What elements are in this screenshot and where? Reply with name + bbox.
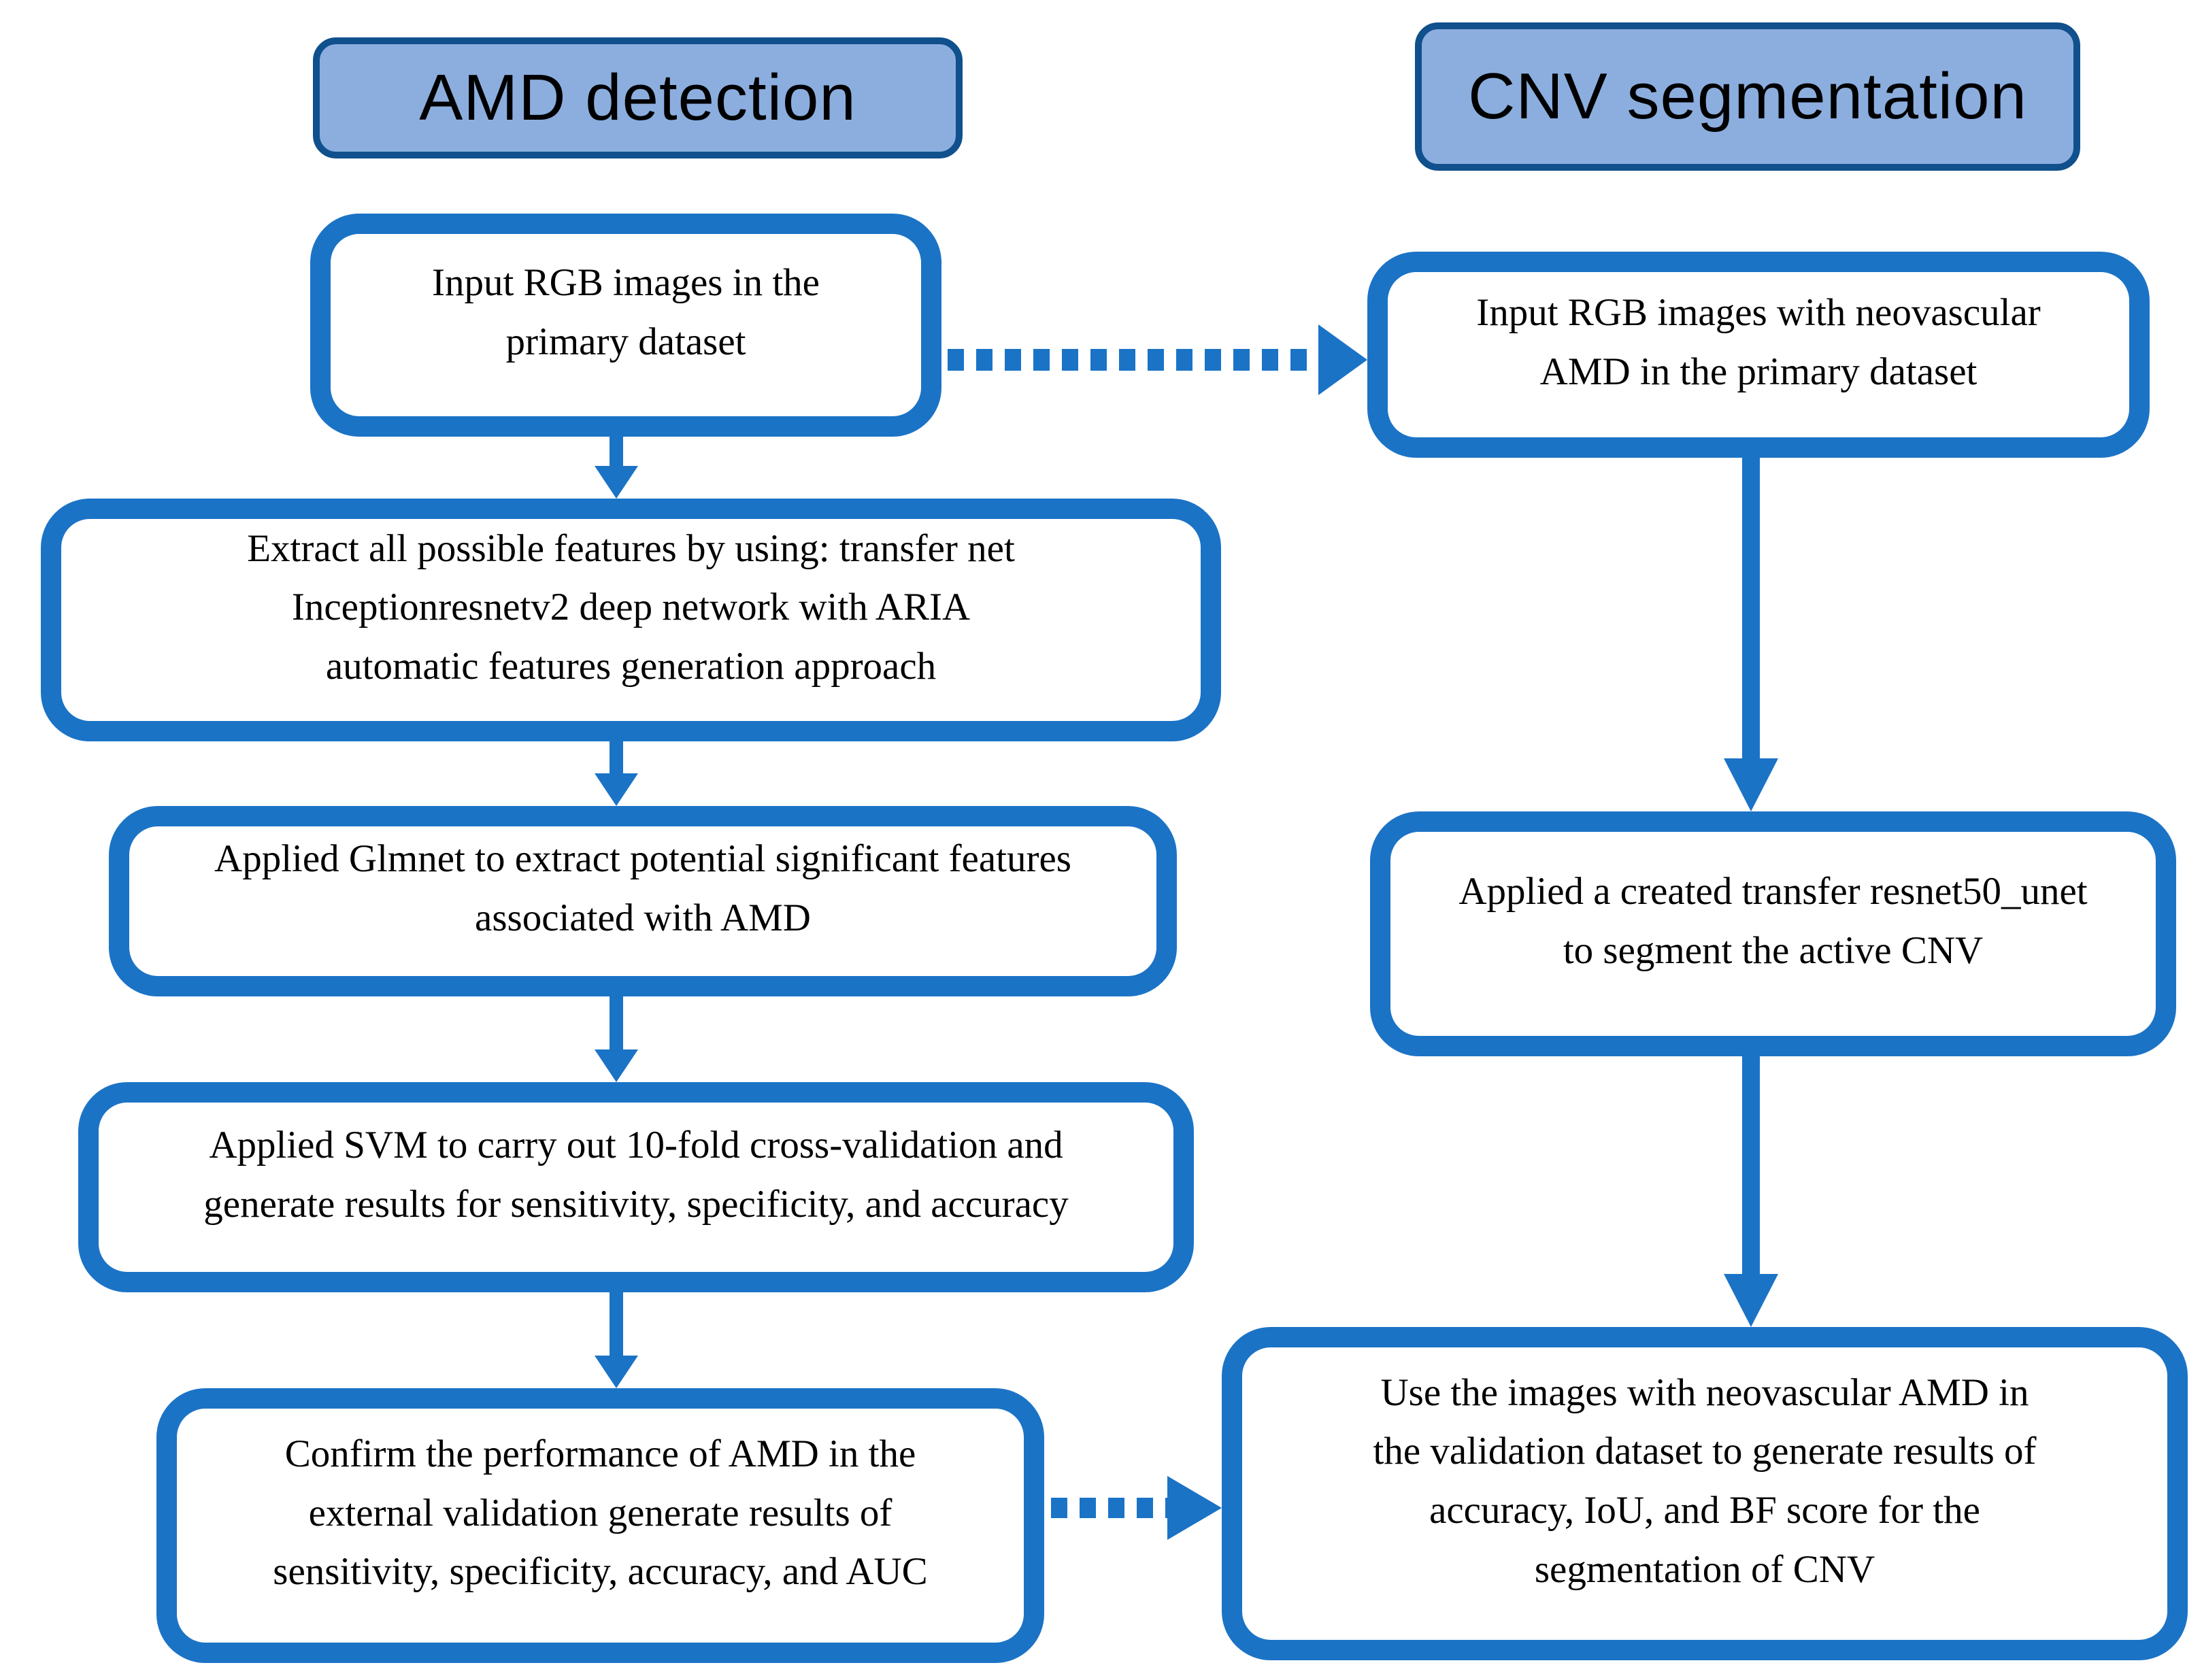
dashed-arrow-l5-r3-head xyxy=(1167,1476,1222,1540)
arrow-r1-r2-stem xyxy=(1742,456,1760,760)
dashed-arrow-l1-r1-line xyxy=(948,349,1318,371)
box-resnet50-unet: Applied a created transfer resnet50_unet… xyxy=(1370,811,2176,1056)
arrow-l1-l2-stem xyxy=(610,435,623,467)
arrow-r2-r3-stem xyxy=(1742,1055,1760,1275)
arrow-l3-l4-stem xyxy=(610,995,623,1051)
arrow-l2-l3-stem xyxy=(610,740,623,775)
box-validation-results: Use the images with neovascular AMD in t… xyxy=(1222,1327,2188,1660)
arrow-l3-l4-head xyxy=(595,1049,638,1082)
dashed-arrow-l1-r1-head xyxy=(1318,324,1367,395)
arrow-r1-r2-head xyxy=(1724,758,1778,811)
arrow-l2-l3-head xyxy=(595,773,638,806)
arrow-l4-l5-head xyxy=(595,1356,638,1388)
box-extract-features: Extract all possible features by using: … xyxy=(41,499,1221,741)
box-input-rgb-primary: Input RGB images in the primary dataset xyxy=(310,214,941,437)
box-input-rgb-neovascular: Input RGB images with neovascular AMD in… xyxy=(1367,252,2150,458)
arrow-l1-l2-head xyxy=(595,466,638,499)
dashed-arrow-l5-r3-line xyxy=(1051,1498,1167,1518)
box-svm-crossvalidation: Applied SVM to carry out 10-fold cross-v… xyxy=(78,1082,1194,1292)
header-cnv-segmentation: CNV segmentation xyxy=(1415,22,2080,171)
arrow-r2-r3-head xyxy=(1724,1274,1778,1327)
arrow-l4-l5-stem xyxy=(610,1291,623,1357)
box-glmnet-features: Applied Glmnet to extract potential sign… xyxy=(109,806,1177,996)
header-amd-detection: AMD detection xyxy=(313,37,963,158)
box-confirm-performance: Confirm the performance of AMD in the ex… xyxy=(156,1388,1044,1663)
